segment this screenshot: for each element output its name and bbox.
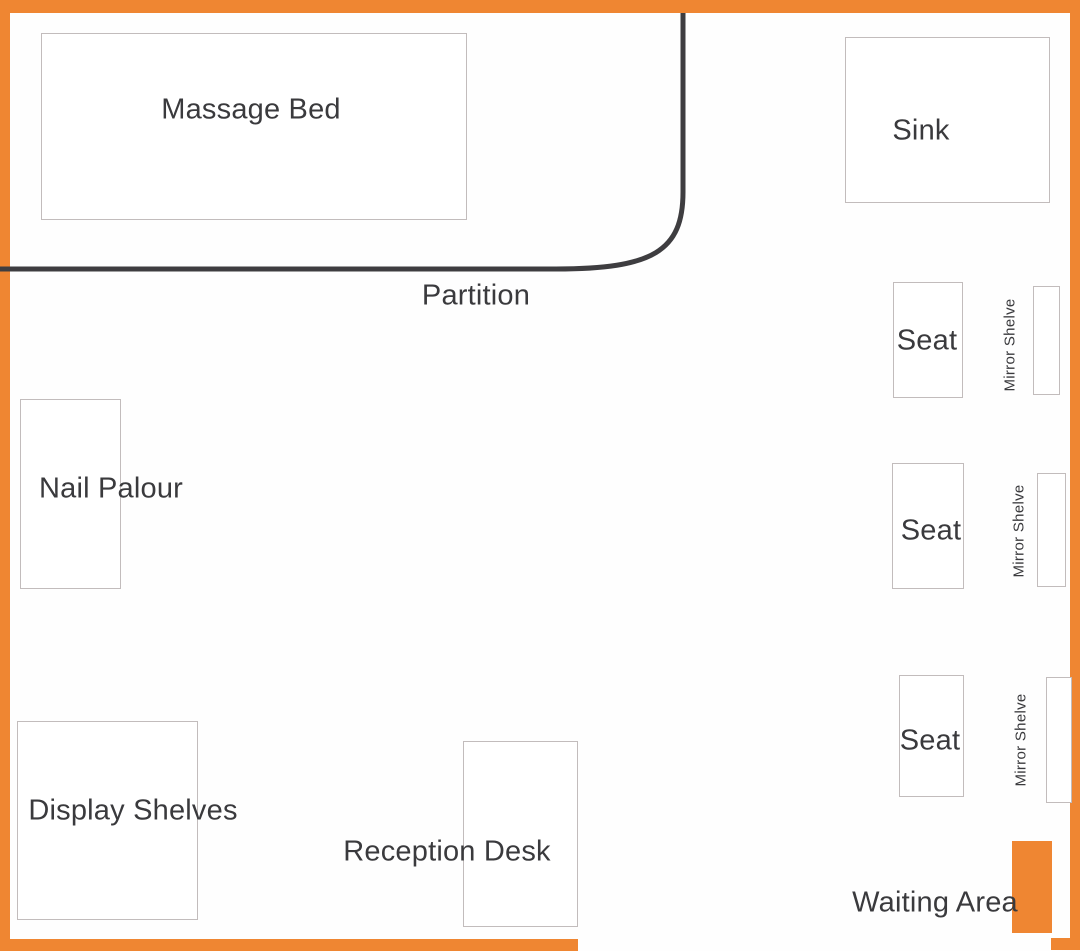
- seat-3-shape: [899, 675, 964, 797]
- wall-bottom: [0, 939, 578, 951]
- sink-label: Sink: [892, 114, 950, 147]
- reception-desk-label: Reception Desk: [343, 835, 551, 868]
- seat-3-label: Seat: [899, 724, 961, 757]
- nail-parlour-label: Nail Palour: [38, 472, 184, 505]
- wall-left: [0, 0, 10, 951]
- partition-label: Partition: [421, 279, 531, 312]
- seat-1-label: Seat: [896, 324, 958, 357]
- mirror-shelve-2-label: Mirror Shelve: [1010, 484, 1028, 578]
- reception-desk-shape: [463, 741, 578, 927]
- mirror-shelve-2-shape: [1037, 473, 1066, 587]
- massage-bed-shape: [41, 33, 467, 220]
- nail-parlour-shape: [20, 399, 121, 589]
- sink-shape: [845, 37, 1050, 203]
- seat-1-shape: [893, 282, 963, 398]
- waiting-area-label: Waiting Area: [852, 886, 1018, 919]
- waiting-area-marker: [1012, 841, 1052, 933]
- display-shelves-label: Display Shelves: [28, 794, 238, 827]
- seat-2-label: Seat: [900, 514, 962, 547]
- wall-right-foot: [1051, 938, 1080, 950]
- mirror-shelve-1-shape: [1033, 286, 1060, 395]
- display-shelves-shape: [17, 721, 198, 920]
- wall-right: [1070, 0, 1080, 950]
- seat-2-shape: [892, 463, 964, 589]
- massage-bed-label: Massage Bed: [161, 93, 341, 126]
- mirror-shelve-3-shape: [1046, 677, 1072, 803]
- mirror-shelve-3-label: Mirror Shelve: [1012, 693, 1030, 787]
- mirror-shelve-1-label: Mirror Shelve: [1001, 298, 1019, 392]
- wall-top: [0, 0, 1080, 13]
